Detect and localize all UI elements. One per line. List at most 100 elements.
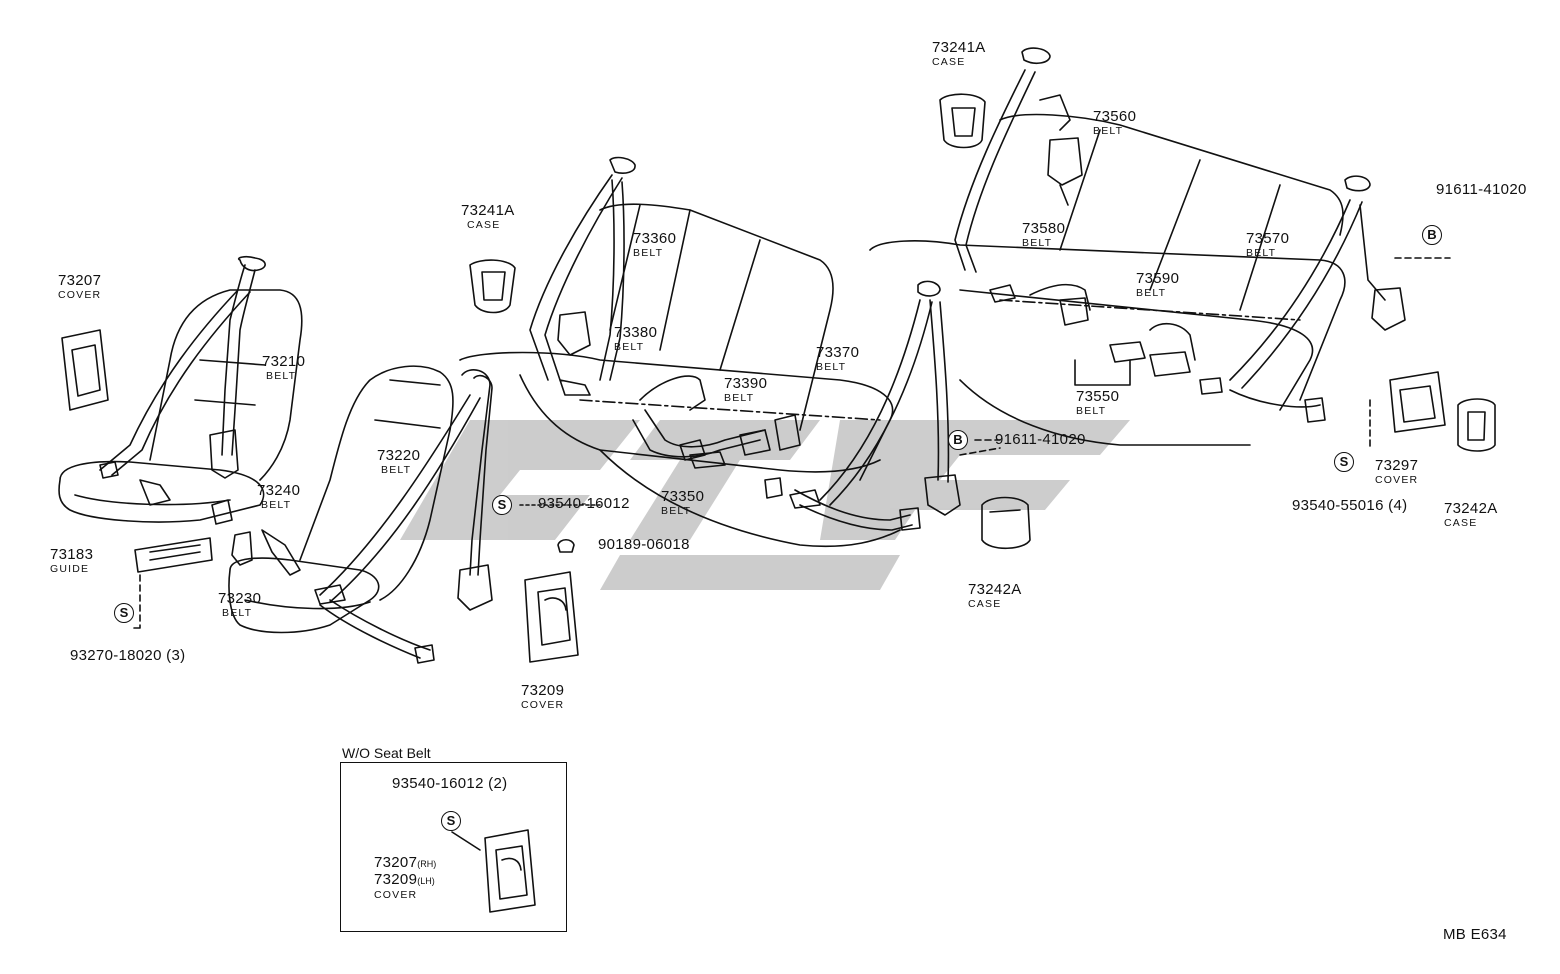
label-73242a-right: 73242A CASE bbox=[1444, 501, 1498, 529]
buckle-73240-73230 bbox=[211, 499, 301, 576]
case-73242a-mid-part bbox=[981, 496, 1031, 550]
label-73207: 73207 COVER bbox=[58, 273, 101, 301]
part-number: 73209 bbox=[521, 682, 565, 699]
part-name: CASE bbox=[1444, 517, 1478, 529]
s-callout-93540-16012: S bbox=[492, 495, 512, 515]
belt-73560-part bbox=[954, 47, 1083, 273]
belt-73380-73390-73350 bbox=[632, 375, 801, 499]
label-73241a-left: 73241A CASE bbox=[461, 203, 515, 231]
case-73241a-left-part bbox=[469, 259, 516, 314]
part-number: 73207 bbox=[58, 272, 102, 289]
cover-73207-part bbox=[61, 329, 109, 411]
inset-screw-label: 93540-16012 (2) bbox=[392, 776, 507, 791]
part-number: 73390 bbox=[724, 375, 768, 392]
label-73550: 73550 BELT bbox=[1076, 389, 1119, 417]
label-73390: 73390 BELT bbox=[724, 376, 767, 404]
part-name: BELT bbox=[1246, 247, 1277, 259]
part-number: 73550 bbox=[1076, 388, 1120, 405]
part-name: BELT bbox=[661, 505, 692, 517]
part-name: BELT bbox=[724, 392, 755, 404]
part-number: 73183 bbox=[50, 546, 94, 563]
belt-73220-part bbox=[314, 369, 493, 664]
part-name: BELT bbox=[381, 464, 412, 476]
rh-tag: (RH) bbox=[417, 859, 437, 869]
part-name: BELT bbox=[614, 341, 645, 353]
part-number: 73241A bbox=[932, 39, 986, 56]
part-number: 73370 bbox=[816, 344, 860, 361]
part-name: CASE bbox=[467, 219, 501, 231]
part-name: BELT bbox=[1022, 237, 1053, 249]
part-name: CASE bbox=[932, 56, 966, 68]
part-number: 93540-16012 bbox=[538, 495, 630, 512]
s-callout-93540-55016: S bbox=[1334, 452, 1354, 472]
part-number: 73350 bbox=[661, 488, 705, 505]
lh-tag: (LH) bbox=[417, 876, 435, 886]
label-73360: 73360 BELT bbox=[633, 231, 676, 259]
label-73230: 73230 BELT bbox=[218, 591, 261, 619]
part-number: 73220 bbox=[377, 447, 421, 464]
diagram-code: MB E634 bbox=[1443, 926, 1507, 943]
label-73580: 73580 BELT bbox=[1022, 221, 1065, 249]
leader-93270 bbox=[129, 574, 141, 629]
part-name: BELT bbox=[1136, 287, 1167, 299]
s-callout-inset: S bbox=[441, 811, 461, 831]
front-left-belt bbox=[99, 255, 266, 506]
part-name: COVER bbox=[521, 699, 565, 711]
belt-73370-part bbox=[789, 280, 961, 531]
label-73210: 73210 BELT bbox=[262, 354, 305, 382]
inset-title: W/O Seat Belt bbox=[342, 745, 431, 761]
part-number: 73580 bbox=[1022, 220, 1066, 237]
part-number: 73590 bbox=[1136, 270, 1180, 287]
part-number: 93540-55016 (4) bbox=[1292, 497, 1408, 514]
part-name: COVER bbox=[58, 289, 102, 301]
part-number: 73230 bbox=[218, 590, 262, 607]
label-73380: 73380 BELT bbox=[614, 325, 657, 353]
belt-73580-73590-73550 bbox=[989, 283, 1223, 395]
part-name: COVER bbox=[1375, 474, 1419, 486]
case-73242a-right-part bbox=[1457, 398, 1496, 452]
part-name: BELT bbox=[816, 361, 847, 373]
part-name: BELT bbox=[222, 607, 253, 619]
inset-box bbox=[340, 762, 567, 932]
rear-bench-right bbox=[869, 113, 1346, 446]
part-number: 73560 bbox=[1093, 108, 1137, 125]
part-name: GUIDE bbox=[50, 563, 90, 575]
part-number: 73297 bbox=[1375, 457, 1419, 474]
part-number: 73210 bbox=[262, 353, 306, 370]
part-name: BELT bbox=[1093, 125, 1124, 137]
label-91611-mid: 91611-41020 bbox=[995, 432, 1086, 447]
watermark-logo bbox=[400, 420, 1130, 590]
part-number: 91611-41020 bbox=[1436, 181, 1527, 198]
part-number: 73570 bbox=[1246, 230, 1290, 247]
front-right-seat bbox=[228, 365, 454, 634]
part-number: 73242A bbox=[1444, 500, 1498, 517]
part-number: 91611-41020 bbox=[995, 431, 1086, 448]
label-73220: 73220 BELT bbox=[377, 448, 420, 476]
part-number: 93270-18020 (3) bbox=[70, 647, 186, 664]
part-number: 73360 bbox=[633, 230, 677, 247]
part-name: BELT bbox=[633, 247, 664, 259]
part-number: 90189-06018 bbox=[598, 536, 690, 553]
label-73183: 73183 GUIDE bbox=[50, 547, 93, 575]
label-73560: 73560 BELT bbox=[1093, 109, 1136, 137]
label-73570: 73570 BELT bbox=[1246, 231, 1289, 259]
leader-91611-mid bbox=[959, 439, 1001, 456]
s-callout-93270: S bbox=[114, 603, 134, 623]
label-73240: 73240 BELT bbox=[257, 483, 300, 511]
cover-73297-part bbox=[1389, 371, 1446, 433]
label-93270: 93270-18020 (3) bbox=[70, 648, 185, 663]
part-name: COVER bbox=[374, 889, 418, 901]
b-callout-91611-mid: B bbox=[948, 430, 968, 450]
inset-cover-labels: 73207(RH) 73209(LH) COVER bbox=[374, 855, 436, 901]
part-number-lh: 73209 bbox=[374, 871, 418, 888]
label-73350: 73350 BELT bbox=[661, 489, 704, 517]
cover-73209-part bbox=[524, 571, 579, 663]
inset-lh-line: 73209(LH) bbox=[374, 872, 436, 888]
case-73241a-right-part bbox=[939, 93, 986, 149]
part-name: BELT bbox=[1076, 405, 1107, 417]
label-73297: 73297 COVER bbox=[1375, 458, 1418, 486]
label-73590: 73590 BELT bbox=[1136, 271, 1179, 299]
inset-cover-art bbox=[451, 829, 536, 913]
belt-73360-part bbox=[529, 156, 636, 396]
